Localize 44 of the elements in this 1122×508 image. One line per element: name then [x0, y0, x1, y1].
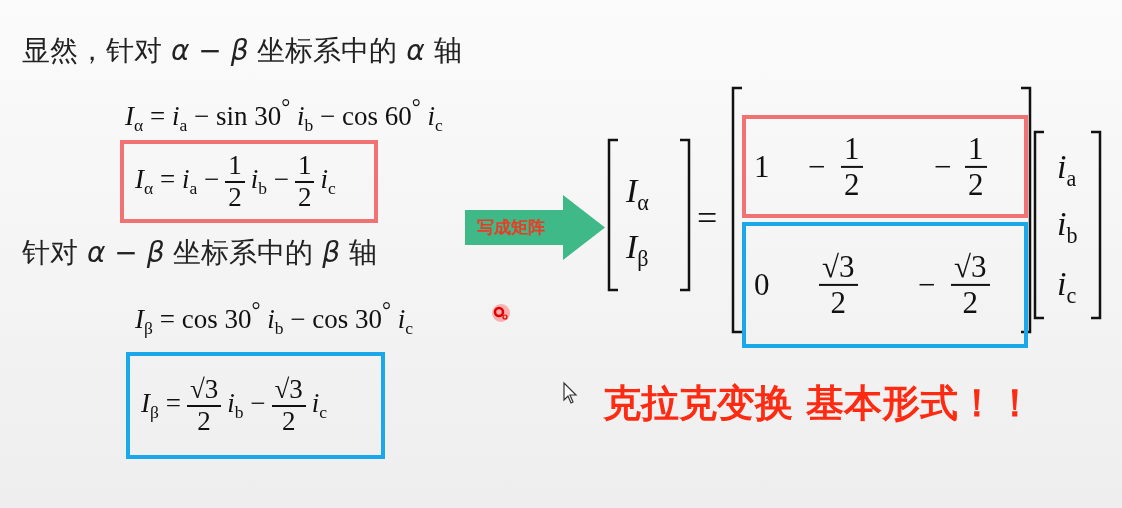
highlight-text: 克拉克变换 基本形式！！: [603, 380, 1035, 427]
fraction-numerator: √3: [186, 374, 222, 407]
fraction-denominator: 2: [197, 406, 211, 437]
formula-text: 0: [754, 267, 770, 303]
fraction-denominator: 2: [297, 182, 312, 213]
formula-box: [126, 352, 385, 459]
fraction-denominator: 2: [281, 406, 296, 437]
fraction-denominator: 2: [968, 167, 984, 202]
fraction-numerator: 1: [294, 150, 315, 183]
heading-text: 显然，针对 α − β 坐标系中的 α 轴: [22, 33, 462, 69]
formula-text: i$_{c}$: [320, 163, 336, 200]
equals-sign: =: [697, 197, 718, 239]
fraction-numerator: 1: [841, 131, 863, 168]
vector-entry: I$_{β}$: [626, 228, 649, 272]
fraction-numerator: √3: [819, 249, 858, 286]
formula-text: i$_{c}$: [311, 387, 328, 424]
fraction-denominator: 2: [844, 167, 860, 202]
formula-text: −: [808, 148, 826, 185]
formula-text: i$_{b}$ −: [227, 387, 266, 424]
arrow-label: 写成矩阵: [477, 216, 545, 239]
formula-text: I$_{β}$ =: [141, 387, 181, 424]
formula-text: I$_{β}$ = cos 30$^{°}$ i$_{b}$ − cos 30$^{°}$ i$_{c}$: [135, 298, 413, 340]
formula-box: [120, 140, 378, 223]
matrix-row-box: [742, 115, 1028, 218]
heading-text: 针对 α − β 坐标系中的 β 轴: [22, 235, 378, 271]
formula-text: i$_{b}$ −: [250, 163, 289, 200]
formula-text: −: [918, 267, 936, 303]
vector-entry: I$_{α}$: [626, 172, 649, 216]
vector-entry: i$_{b}$: [1057, 205, 1078, 249]
fraction-numerator: 1: [225, 150, 245, 183]
formula-text: I$_{α}$ = i$_{a}$ − sin 30$^{°}$ i$_{b}$ − cos 60$^{°}$ i$_{c}$: [125, 95, 443, 137]
fraction-numerator: 1: [965, 131, 987, 168]
formula-text: −: [934, 148, 952, 185]
fraction-numerator: √3: [271, 374, 306, 407]
vector-entry: i$_{a}$: [1057, 148, 1077, 192]
formula-text: 1: [754, 148, 770, 185]
arrow-label-shape: [465, 195, 605, 260]
vector-entry: i$_{c}$: [1057, 265, 1077, 309]
fraction-denominator: 2: [830, 286, 846, 321]
formula-text: I$_{α}$ = i$_{a}$ −: [135, 163, 220, 200]
fraction-denominator: 2: [962, 286, 978, 321]
matrix-row-box: [742, 222, 1028, 348]
fraction-numerator: √3: [951, 249, 990, 286]
fraction-denominator: 2: [228, 182, 242, 213]
